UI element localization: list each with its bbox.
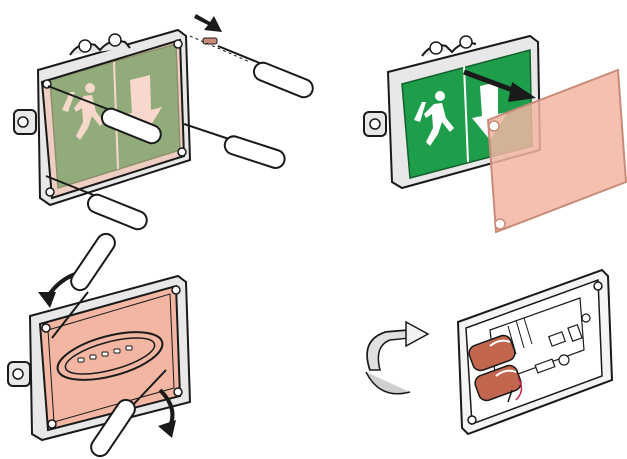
push-arrow-icon <box>194 14 222 32</box>
screwdriver-icon <box>184 124 287 170</box>
step-2-panel <box>340 0 627 240</box>
gasket-housing-icon <box>8 276 190 440</box>
step-3-panel <box>0 230 320 459</box>
flip-arrow-icon <box>366 322 428 394</box>
screw-icon <box>190 36 250 62</box>
step-4-illustration <box>340 230 627 459</box>
step-4-panel <box>340 230 627 459</box>
step-3-illustration <box>0 230 320 459</box>
screwdriver-icon <box>218 46 315 100</box>
step-1-panel <box>0 0 320 240</box>
step-1-illustration <box>0 0 320 240</box>
step-2-illustration <box>340 0 627 240</box>
